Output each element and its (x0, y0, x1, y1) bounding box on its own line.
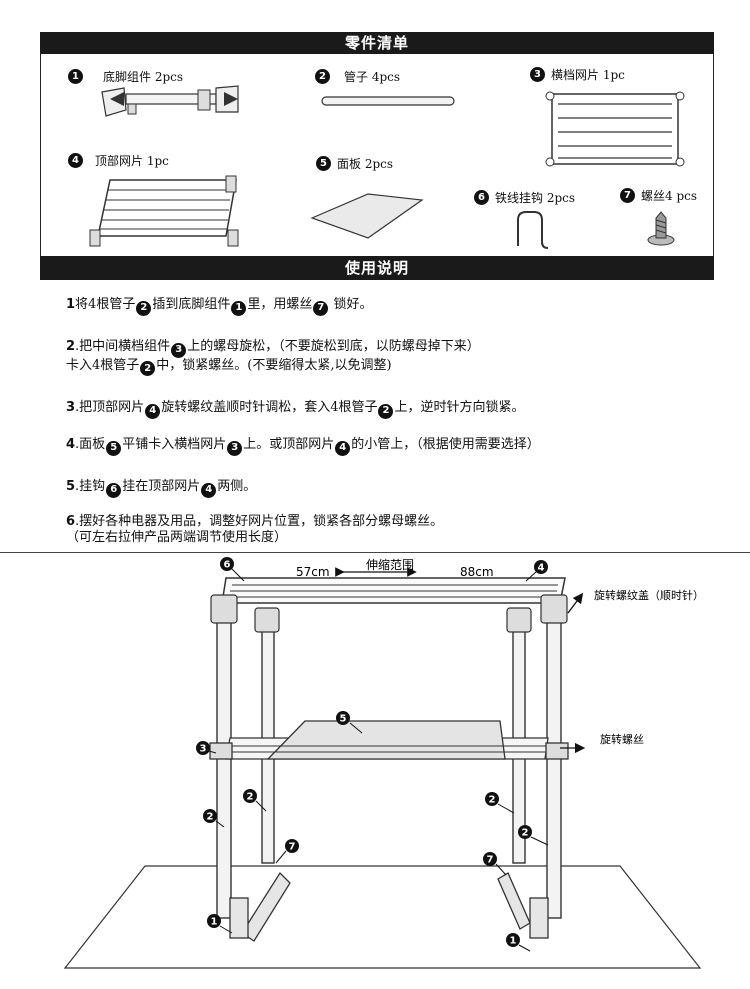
min-length-label: 57cm (296, 565, 330, 579)
section-divider (0, 552, 750, 553)
usage-instructions-title: 使用说明 (40, 256, 714, 280)
part-label: 顶部网片 1pc (95, 154, 169, 168)
parts-list-title: 零件清单 (40, 32, 714, 54)
part-6: 6 铁线挂钩 2pcs (474, 189, 575, 206)
part-number: 2 (315, 69, 330, 84)
svg-text:6: 6 (224, 560, 231, 571)
svg-text:7: 7 (289, 842, 296, 853)
cap-rotation-note: 旋转螺纹盖（顺时针） (594, 588, 704, 602)
part-label: 螺丝4 pcs (641, 189, 698, 203)
top-mesh-image (89, 175, 239, 247)
max-length-label: 88cm (460, 565, 494, 579)
screw-rotation-note: 旋转螺丝 (600, 732, 644, 746)
part-1: 1 底脚组件 2pcs (68, 68, 183, 85)
tube-image (321, 96, 455, 106)
part-number: 5 (316, 156, 331, 171)
callout-leaders (208, 568, 549, 952)
crossbar-mesh-image (545, 91, 685, 167)
svg-text:5: 5 (340, 714, 347, 725)
part-7: 7 螺丝4 pcs (620, 187, 697, 204)
panel-image (310, 193, 424, 239)
part-2: 2 管子 4pcs (315, 68, 400, 85)
part-label: 面板 2pcs (337, 157, 394, 171)
svg-text:4: 4 (538, 563, 545, 574)
foot-assemblies (229, 871, 549, 942)
svg-text:2: 2 (247, 792, 254, 803)
assembly-diagram: 57cm 伸缩范围 88cm 旋转螺纹盖（顺时针） 旋转螺丝 6 4 5 3 2… (63, 557, 704, 969)
part-number: 1 (68, 69, 83, 84)
part-number: 3 (530, 67, 545, 82)
part-4: 4 顶部网片 1pc (68, 152, 169, 169)
wire-hook-image (517, 211, 549, 249)
top-shelf (221, 577, 566, 604)
svg-text:1: 1 (211, 917, 218, 928)
cap-arrow (567, 592, 584, 614)
step-6: 6.摆好各种电器及用品，调整好网片位置，锁紧各部分螺母螺丝。 （可左右拉伸产品两… (66, 514, 444, 545)
part-label: 铁线挂钩 2pcs (495, 191, 576, 205)
floor-outline (63, 865, 702, 969)
part-number: 7 (620, 188, 635, 203)
svg-text:1: 1 (510, 936, 517, 947)
part-label: 管子 4pcs (344, 70, 401, 84)
svg-text:2: 2 (207, 812, 214, 823)
svg-text:7: 7 (487, 855, 494, 866)
part-number: 6 (474, 190, 489, 205)
part-label: 底脚组件 2pcs (103, 70, 184, 84)
svg-text:2: 2 (489, 795, 496, 806)
part-label: 横档网片 1pc (551, 68, 625, 82)
foot-assembly-image (101, 85, 239, 117)
svg-text:2: 2 (522, 828, 529, 839)
legs (216, 607, 562, 919)
range-label: 伸缩范围 (366, 557, 414, 572)
thread-caps (210, 594, 568, 633)
callouts: 6 4 5 3 2 2 2 2 7 7 1 1 (196, 557, 548, 947)
part-3: 3 横档网片 1pc (530, 66, 625, 83)
part-5: 5 面板 2pcs (316, 155, 393, 172)
middle-shelf (209, 720, 569, 760)
svg-text:3: 3 (200, 744, 207, 755)
screw-image (647, 211, 675, 246)
part-number: 4 (68, 153, 83, 168)
